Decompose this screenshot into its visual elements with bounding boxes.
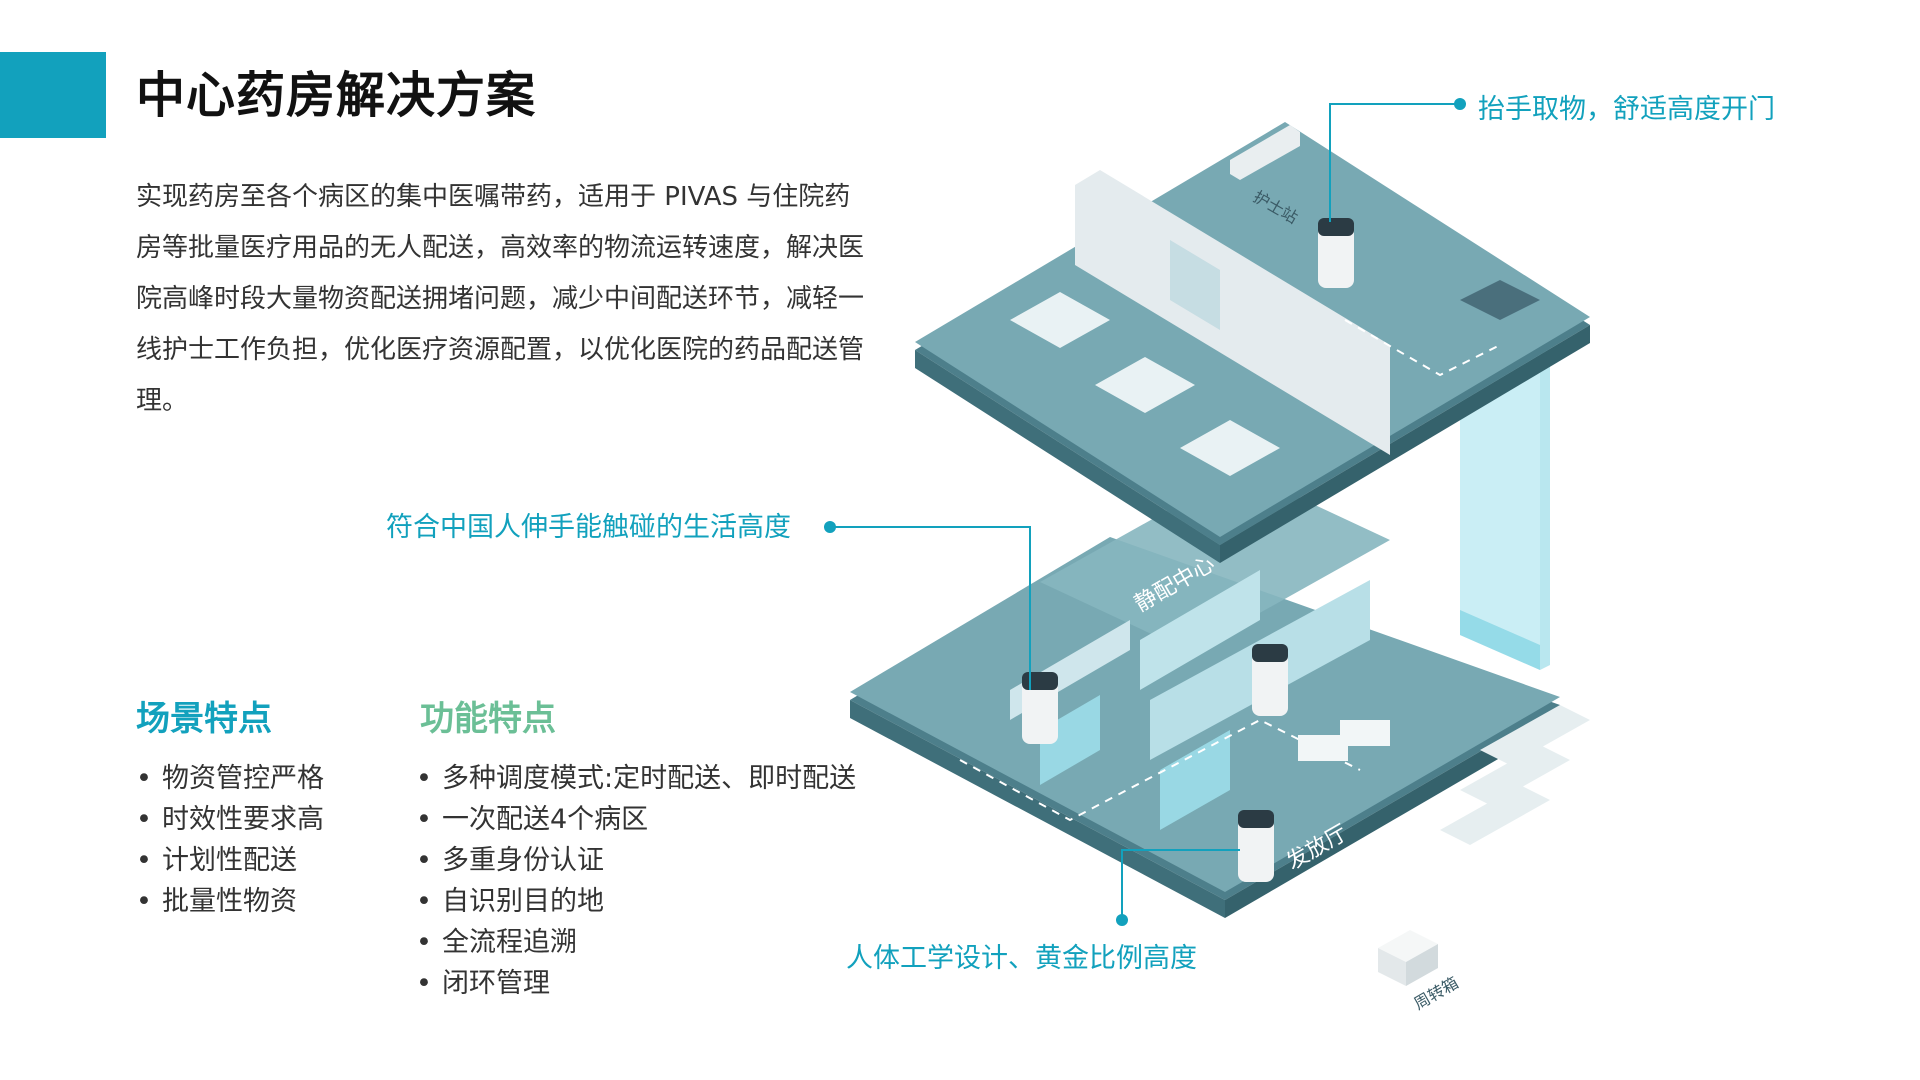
function-feature-item: 全流程追溯: [416, 922, 856, 963]
function-feature-item: 多种调度模式:定时配送、即时配送: [416, 758, 856, 799]
upper-floor: [915, 122, 1590, 563]
scene-feature-item: 批量性物资: [136, 881, 324, 922]
page-title: 中心药房解决方案: [136, 67, 537, 124]
scene-features-list: 物资管控严格 时效性要求高 计划性配送 批量性物资: [136, 758, 324, 922]
scene-features-heading: 场景特点: [136, 699, 272, 739]
function-features-heading: 功能特点: [420, 699, 556, 739]
accent-block: [0, 52, 106, 138]
callout-top: 抬手取物，舒适高度开门: [1478, 94, 1775, 125]
callout-leader-top: [1329, 98, 1466, 222]
delivery-robot: [1022, 672, 1058, 744]
callout-middle: 符合中国人伸手能触碰的生活高度: [386, 512, 791, 543]
intro-paragraph: 实现药房至各个病区的集中医嘱带药，适用于 PIVAS 与住院药房等批量医疗用品的…: [136, 182, 865, 416]
function-feature-item: 多重身份认证: [416, 840, 856, 881]
scene-feature-item: 物资管控严格: [136, 758, 324, 799]
scene-feature-item: 计划性配送: [136, 840, 324, 881]
zone-label-inpatient-pharmacy: 住院药房: [1477, 864, 1566, 930]
callout-leader-middle: [824, 521, 1031, 690]
function-feature-item: 一次配送4个病区: [416, 799, 856, 840]
function-feature-item: 闭环管理: [416, 963, 856, 1004]
function-features-list: 多种调度模式:定时配送、即时配送 一次配送4个病区 多重身份认证 自识别目的地 …: [416, 758, 856, 1004]
function-feature-item: 自识别目的地: [416, 881, 856, 922]
callout-bottom: 人体工学设计、黄金比例高度: [846, 943, 1197, 974]
callout-leader-bottom: [1116, 849, 1240, 926]
scene-feature-item: 时效性要求高: [136, 799, 324, 840]
delivery-robot: [1238, 810, 1274, 882]
delivery-robot: [1252, 644, 1288, 716]
lower-floor: [850, 470, 1590, 986]
